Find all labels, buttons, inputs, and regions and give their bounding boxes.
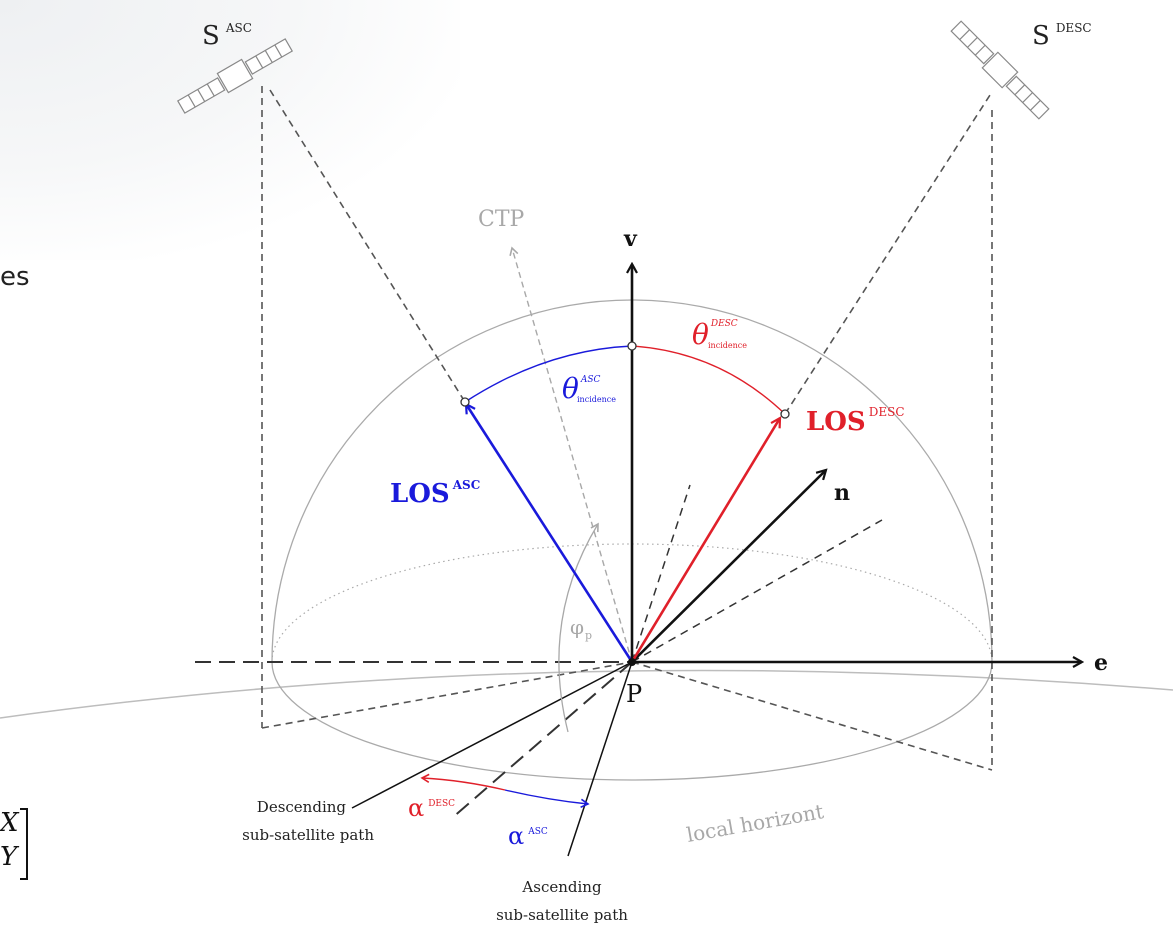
los-desc-arrow (630, 418, 780, 663)
ctp-arrow (509, 246, 633, 663)
asc-satellite-icon (176, 38, 294, 114)
alpha-asc-arc (504, 789, 590, 809)
desc-incidence-arc (631, 345, 786, 415)
phi-label: φp (570, 615, 592, 642)
desc-line-of-sight-extension (784, 94, 991, 415)
background-shade (0, 0, 460, 260)
clipped-matrix: X Y (0, 806, 19, 874)
matrix-row-1: X (0, 808, 19, 838)
descending-path-label-1: Descending (257, 798, 347, 816)
desc-satellite-icon (950, 20, 1050, 120)
asc-ground-projection (261, 661, 633, 729)
normal-axis-label: n (834, 480, 850, 506)
plane-line-1 (631, 484, 691, 663)
descending-path-label-2: sub-satellite path (242, 826, 374, 844)
asc-incidence-arc (464, 345, 633, 403)
ctp-label: CTP (478, 207, 525, 232)
horizon-ellipse-back (271, 543, 993, 663)
vertical-axis-label: v (623, 226, 638, 252)
matrix-row-2: Y (0, 842, 18, 872)
clipped-side-text: es (0, 262, 30, 292)
plane-line-3 (451, 661, 633, 819)
alpha-desc-arc (420, 773, 506, 791)
asc-line-of-sight-extension (269, 89, 466, 403)
ascending-path-line (567, 661, 633, 857)
desc-los-endpoint (780, 409, 790, 419)
ascending-path-label-2: sub-satellite path (496, 906, 628, 924)
phi-arc (558, 522, 599, 733)
theta-asc-subscript: incidence (577, 395, 616, 404)
ground-curve (0, 669, 1173, 719)
ascending-path-label-1: Ascending (521, 878, 602, 896)
origin-point (628, 658, 636, 666)
los-asc-arrow (466, 404, 634, 663)
plane-line-2 (631, 519, 883, 663)
origin-label: P (626, 680, 642, 708)
east-axis-label: e (1094, 650, 1108, 676)
theta-desc-subscript: incidence (708, 341, 747, 350)
normal-vector-arrow (631, 470, 826, 663)
descending-path-line (351, 661, 633, 809)
local-horizon-label: local horizont (685, 799, 826, 847)
asc-los-endpoint (460, 397, 470, 407)
vertical-endpoint (627, 341, 637, 351)
matrix-bracket (20, 808, 28, 880)
desc-ground-projection (631, 661, 993, 771)
